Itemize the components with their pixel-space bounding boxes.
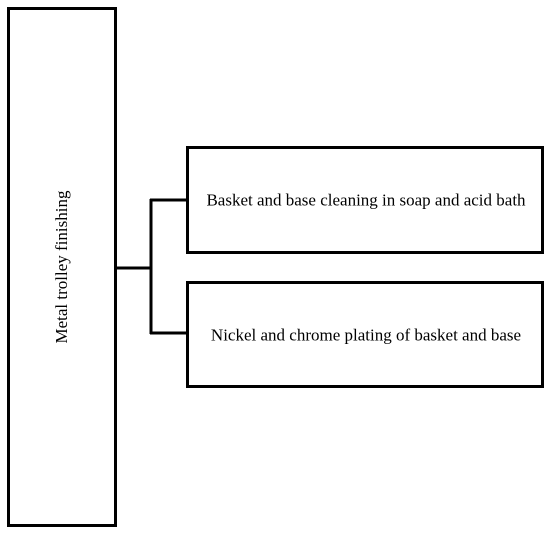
child-node-cleaning: Basket and base cleaning in soap and aci…	[186, 146, 544, 254]
child-node-label: Nickel and chrome plating of basket and …	[210, 325, 522, 344]
child-node-label: Basket and base cleaning in soap and aci…	[206, 190, 526, 210]
root-node: Metal trolley finishing	[7, 7, 117, 527]
child-node-plating: Nickel and chrome plating of basket and …	[186, 281, 544, 388]
